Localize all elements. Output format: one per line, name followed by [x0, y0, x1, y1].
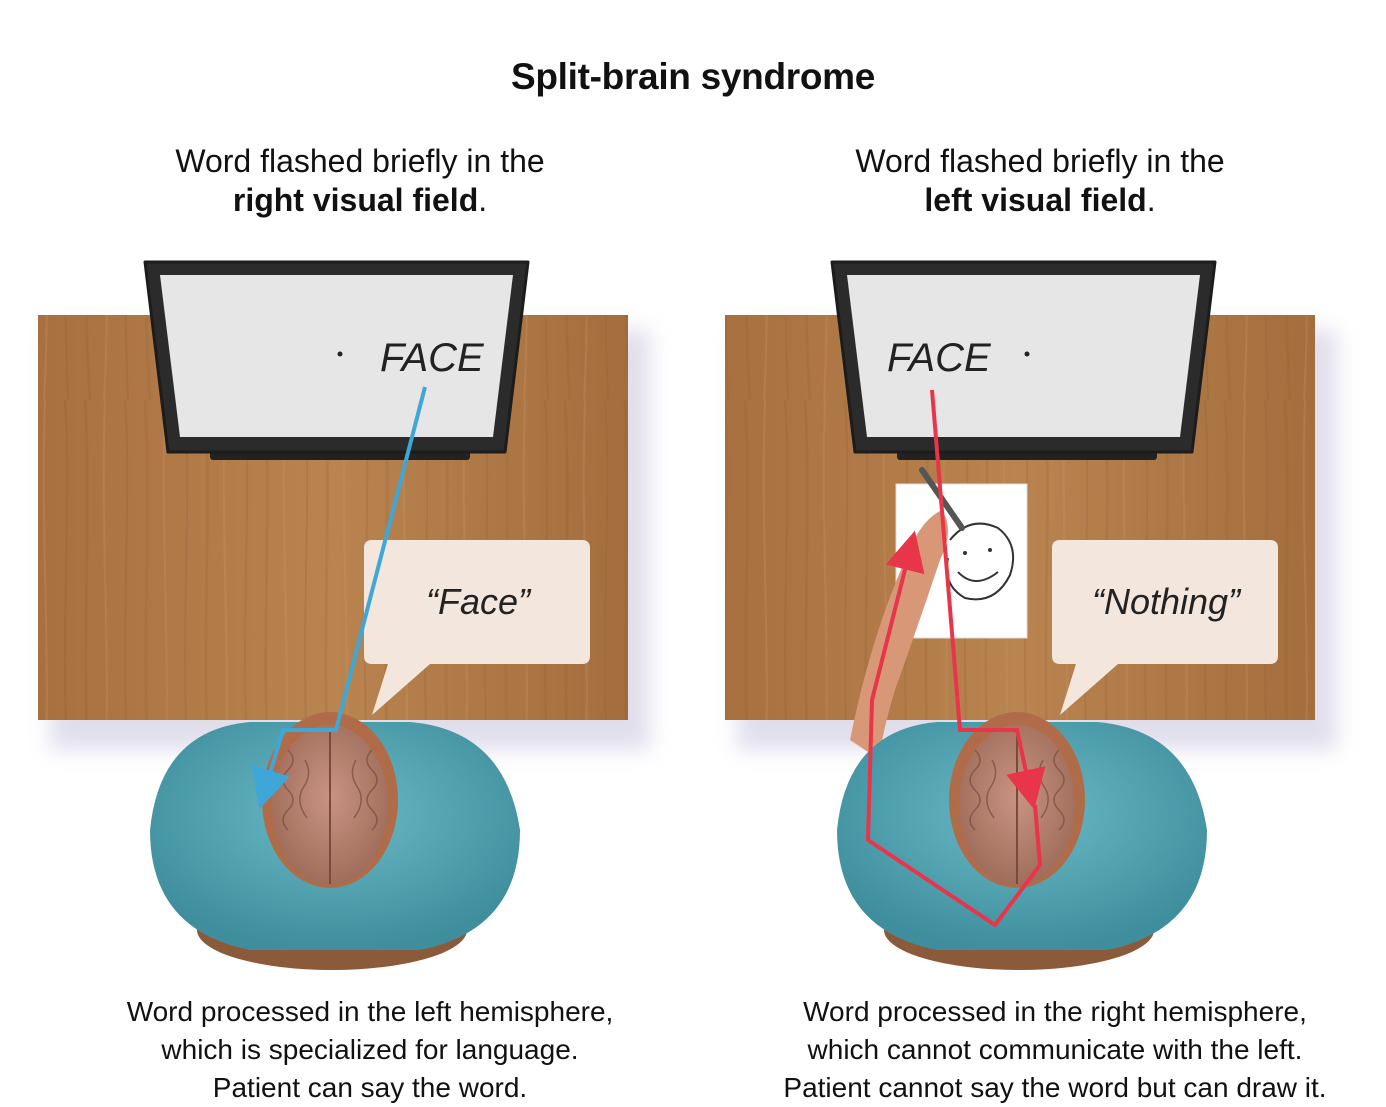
right-heading-period: . — [1146, 182, 1156, 218]
right-panel-heading: Word flashed briefly in the left visual … — [760, 142, 1320, 220]
right-heading-bold: left visual field — [924, 182, 1147, 218]
right-motor-pathway-arrow — [865, 530, 1043, 928]
left-heading-bold: right visual field — [232, 182, 479, 218]
right-fixation-dot — [1024, 351, 1030, 357]
left-visual-pathway-arrow — [251, 386, 427, 810]
left-heading-period: . — [478, 182, 488, 218]
right-visual-pathway-arrow — [930, 389, 1046, 810]
figure-title: Split-brain syndrome — [510, 56, 876, 97]
left-speech-text: “Face” — [426, 581, 532, 622]
right-heading-line1: Word flashed briefly in the — [855, 143, 1225, 179]
right-screen-word: FACE — [887, 336, 992, 380]
left-panel-heading: Word flashed briefly in the right visual… — [80, 142, 640, 220]
left-patient — [150, 712, 520, 970]
right-caption-line2: which cannot communicate with the left. — [807, 1034, 1303, 1065]
left-caption-line2: which is specialized for language. — [161, 1034, 579, 1065]
left-panel: FACE “Face” — [38, 260, 650, 970]
right-speech-bubble: “Nothing” — [1052, 540, 1278, 715]
left-caption-line3: Patient can say the word. — [212, 1072, 528, 1103]
right-monitor: FACE — [830, 260, 1217, 460]
left-speech-bubble: “Face” — [364, 540, 590, 715]
right-panel-caption: Word processed in the right hemisphere, … — [735, 993, 1375, 1107]
right-caption-line1: Word processed in the right hemisphere, — [803, 996, 1307, 1027]
right-caption-line3: Patient cannot say the word but can draw… — [783, 1072, 1327, 1103]
left-panel-caption: Word processed in the left hemisphere, w… — [50, 993, 690, 1107]
fixation-dot — [337, 351, 343, 357]
left-caption-line1: Word processed in the left hemisphere, — [126, 996, 614, 1027]
right-speech-text: “Nothing” — [1092, 581, 1242, 622]
left-heading-line1: Word flashed briefly in the — [175, 143, 545, 179]
left-screen-word: FACE — [380, 336, 485, 380]
left-monitor: FACE — [143, 260, 530, 460]
smiley-face-drawing — [945, 522, 1014, 601]
right-panel: FACE “Nothing” — [725, 260, 1337, 970]
